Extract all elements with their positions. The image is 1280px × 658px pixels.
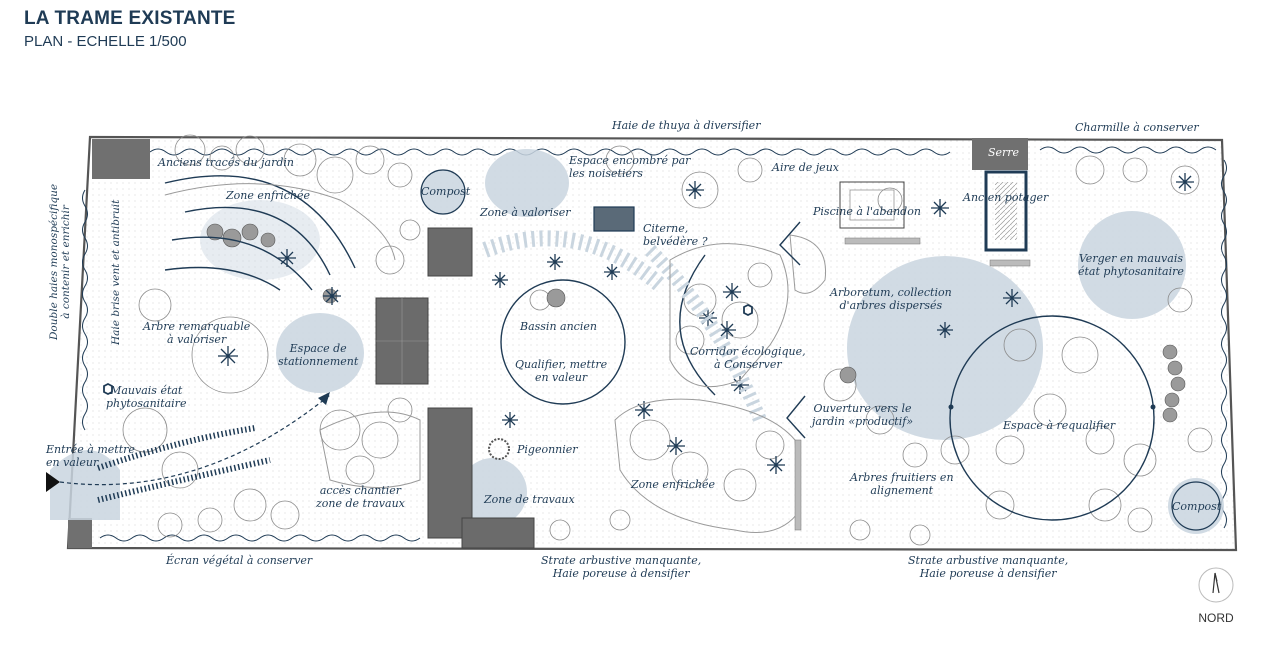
label-mauvais-etat: Mauvais état phytosanitaire — [106, 384, 187, 410]
label-compost-top: Compost — [421, 185, 471, 198]
garden-paths — [164, 183, 827, 533]
page-title: LA TRAME EXISTANTE — [24, 8, 236, 29]
compost-ring — [1171, 481, 1221, 531]
label-compost-right: Compost — [1172, 500, 1222, 513]
label-strate-right: Strate arbustive manquante, Haie poreuse… — [908, 554, 1069, 580]
pigeonnier — [488, 438, 510, 460]
old-garden-traces — [164, 175, 356, 291]
label-double-haies: Double haies monospécifique à contenir e… — [48, 183, 72, 340]
dark-shrubs — [206, 223, 1186, 423]
label-verger: Verger en mauvais état phytosanitaire — [1078, 252, 1184, 278]
entrance-arc — [97, 457, 271, 503]
label-espace-stationnement: Espace de stationnement — [278, 342, 359, 368]
espace-requalifier-marker — [1150, 404, 1156, 410]
buildings — [375, 227, 535, 549]
conifer-trees — [218, 173, 1194, 474]
label-aire-jeux: Aire de jeux — [772, 161, 839, 174]
label-arbre-remarquable: Arbre remarquable à valoriser — [143, 320, 251, 346]
label-zone-travaux: Zone de travaux — [484, 493, 575, 506]
north-indicator: NORD — [1196, 565, 1236, 625]
label-citerne: Citerne, belvédère ? — [643, 222, 708, 248]
bassin-ancien — [500, 279, 626, 405]
label-haie-thuya: Haie de thuya à diversifier — [612, 119, 761, 132]
north-label: NORD — [1198, 611, 1234, 625]
espace-requalifier-circle — [949, 315, 1155, 521]
label-charmille: Charmille à conserver — [1075, 121, 1199, 134]
label-entree: Entrée à mettre en valeur — [46, 443, 135, 469]
entrance-arrow-path — [59, 394, 331, 486]
label-espace-encombre: Espace encombré par les noisetiers — [569, 154, 691, 180]
citerne — [593, 206, 635, 232]
serre-building — [972, 138, 1028, 170]
label-espace-requalifier: Espace à requalifier — [1003, 419, 1116, 432]
label-arbres-fruitiers: Arbres fruitiers en alignement — [850, 471, 954, 497]
label-piscine: Piscine à l'abandon — [813, 205, 921, 218]
fruit-tree-posts — [794, 237, 1031, 531]
label-zone-enfrichee-bottom: Zone enfrichée — [631, 478, 716, 491]
hexagon-marker — [103, 382, 113, 396]
label-arboretum: Arboretum, collection d'arbres dispersés — [830, 286, 952, 312]
corridor-arc — [679, 254, 716, 396]
label-pigeonnier: Pigeonnier — [517, 443, 578, 456]
potager-inner — [995, 182, 1017, 240]
label-corridor: Corridor écologique, à Conserver — [690, 345, 806, 371]
hexagon-marker — [743, 303, 753, 317]
entrance-marker — [46, 472, 60, 492]
entrance-arrowhead — [318, 392, 330, 405]
label-bassin-qualifier: Qualifier, mettre en valeur — [515, 358, 608, 384]
trees — [122, 134, 1213, 546]
label-bassin-ancien: Bassin ancien — [520, 320, 597, 333]
label-ouverture: Ouverture vers le jardin «productif» — [812, 402, 914, 428]
compost-ring — [420, 169, 466, 215]
page-subtitle: PLAN - ECHELLE 1/500 — [24, 33, 187, 50]
site-boundary — [66, 135, 1238, 552]
zones — [50, 149, 1224, 534]
label-zone-valoriser: Zone à valoriser — [480, 206, 571, 219]
label-anciens-traces: Anciens tracés du jardin — [158, 156, 294, 169]
entrance-arc — [97, 425, 256, 471]
corner-block — [68, 518, 92, 548]
label-serre: Serre — [988, 146, 1020, 159]
label-acces-chantier: accès chantier zone de travaux — [316, 484, 405, 510]
espace-requalifier-marker — [948, 404, 954, 410]
corner-block — [92, 139, 150, 179]
label-ecran-vegetal: Écran végétal à conserver — [166, 554, 313, 567]
piscine — [839, 181, 905, 229]
ancien-potager — [984, 170, 1028, 252]
label-zone-enfrichee-top: Zone enfrichée — [226, 189, 311, 202]
north-arrow-icon — [1198, 567, 1234, 603]
piscine-inner — [849, 189, 895, 221]
header: LA TRAME EXISTANTE PLAN - ECHELLE 1/500 — [24, 8, 236, 50]
label-haie-brise-vent: Haie brise vent et antibruit — [110, 199, 122, 345]
opening-chevrons — [779, 221, 806, 439]
label-ancien-potager: Ancien potager — [963, 191, 1049, 204]
hedges — [82, 146, 1227, 542]
label-strate-left: Strate arbustive manquante, Haie poreuse… — [541, 554, 702, 580]
corridor-hatch — [645, 245, 767, 423]
